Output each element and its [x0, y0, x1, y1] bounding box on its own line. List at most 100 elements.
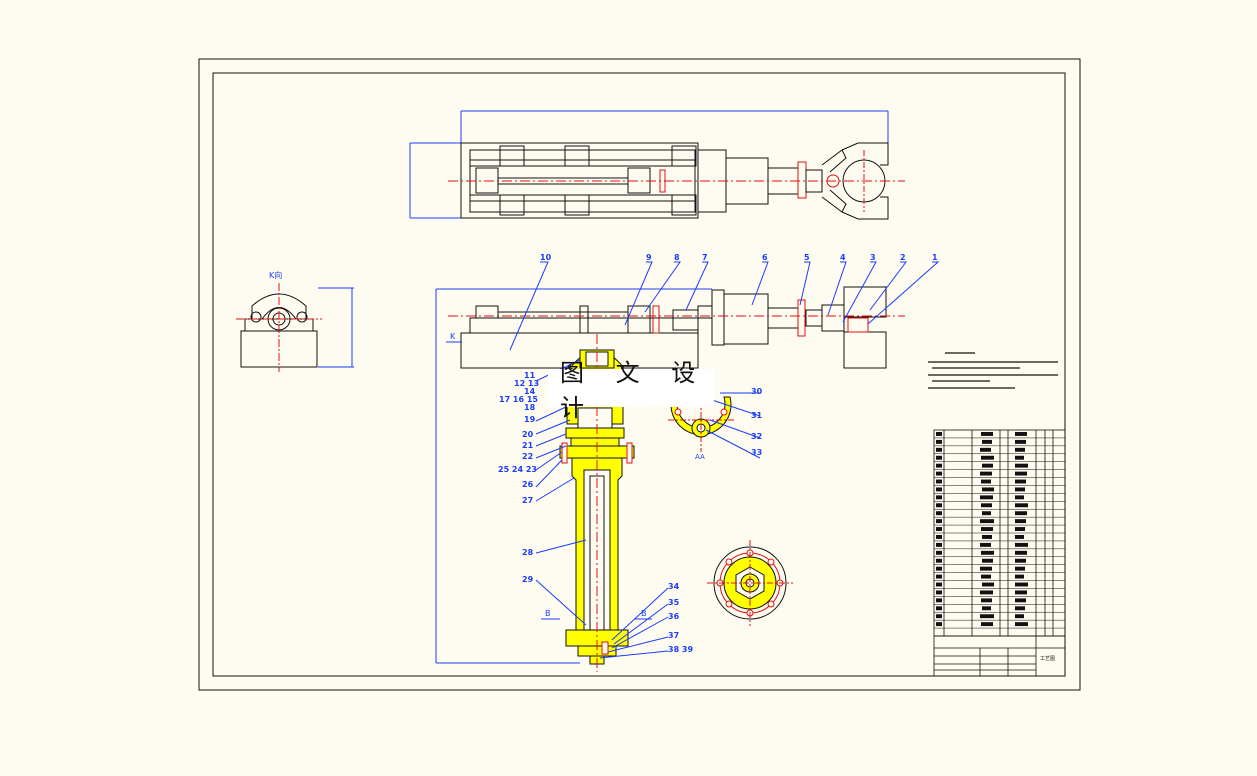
parts-cell-scribble [982, 439, 992, 444]
parts-cell-scribble [1015, 598, 1026, 603]
balloon-29: 29 [522, 575, 534, 584]
parts-cell-scribble [936, 471, 942, 476]
balloon-4: 4 [840, 253, 846, 262]
parts-cell-scribble [936, 519, 942, 524]
parts-cell-scribble [981, 455, 994, 460]
parts-cell-scribble [936, 463, 942, 468]
parts-cell-scribble [1015, 542, 1028, 547]
parts-cell-scribble [1015, 495, 1024, 500]
parts-cell-scribble [980, 566, 992, 571]
balloon-19: 19 [524, 415, 536, 424]
parts-cell-scribble [1015, 614, 1024, 619]
parts-cell-scribble [936, 558, 942, 563]
balloon-32: 32 [751, 432, 762, 441]
parts-cell-scribble [982, 606, 991, 611]
k-view [236, 283, 354, 372]
parts-cell-scribble [936, 574, 942, 579]
parts-cell-scribble [936, 527, 942, 531]
balloon-18: 18 [524, 403, 536, 412]
parts-cell-scribble [981, 479, 991, 484]
inner-border [212, 72, 1066, 677]
balloon-25-24-23: 25 24 23 [498, 465, 537, 474]
parts-cell-scribble [936, 566, 942, 571]
k-view-label: K向 [269, 270, 282, 280]
parts-cell-scribble [1015, 503, 1028, 508]
balloon-7: 7 [702, 253, 708, 262]
balloon-35: 35 [668, 598, 680, 607]
parts-cell-scribble [981, 622, 993, 627]
k-marker: K [450, 332, 456, 341]
parts-cell-scribble [936, 439, 942, 444]
balloon-22: 22 [522, 452, 533, 461]
parts-cell-scribble [980, 590, 993, 595]
vertical-section [541, 334, 652, 672]
parts-cell-scribble [1015, 447, 1025, 452]
parts-cell-scribble [936, 487, 942, 492]
parts-cell-scribble [1015, 463, 1028, 468]
parts-cell-scribble [980, 471, 992, 476]
parts-cell-scribble [936, 590, 942, 595]
parts-list-rows [934, 432, 1065, 629]
parts-list [933, 429, 1066, 677]
balloon-1: 1 [932, 253, 938, 262]
balloon-28: 28 [522, 548, 534, 557]
outer-border [198, 58, 1081, 691]
parts-cell-scribble [936, 598, 942, 603]
parts-cell-scribble [1015, 622, 1028, 627]
balloon-30: 30 [751, 387, 763, 396]
parts-cell-scribble [936, 479, 942, 484]
balloon-14: 14 [524, 387, 536, 396]
parts-cell-scribble [936, 622, 942, 627]
technical-notes [928, 352, 1058, 389]
parts-cell-scribble [1015, 471, 1027, 476]
balloon-5: 5 [804, 253, 810, 262]
parts-cell-scribble [1015, 535, 1024, 539]
b-marker-left: B [545, 609, 551, 618]
parts-cell-scribble [1015, 558, 1026, 563]
parts-cell-scribble [936, 614, 942, 619]
parts-cell-scribble [1015, 550, 1027, 555]
parts-cell-scribble [936, 495, 942, 500]
watermark-banner: 图 文 设 计 [548, 359, 714, 422]
parts-cell-scribble [1015, 432, 1027, 436]
parts-cell-scribble [1015, 511, 1027, 516]
leader-lines [509, 261, 940, 659]
parts-cell-scribble [980, 495, 993, 500]
balloon-3: 3 [870, 253, 876, 262]
balloons: 10 9 8 7 6 5 4 3 2 1 11 12 13 14 17 16 1… [498, 253, 938, 654]
parts-cell-scribble [981, 598, 992, 603]
parts-cell-scribble [981, 550, 994, 555]
title-block-title: 工艺图 [1040, 656, 1055, 662]
parts-cell-scribble [936, 455, 942, 460]
parts-cell-scribble [982, 558, 993, 563]
balloon-11: 11 [524, 371, 536, 380]
parts-cell-scribble [936, 542, 942, 547]
parts-cell-scribble [980, 542, 991, 547]
balloon-31: 31 [751, 411, 763, 420]
balloon-8: 8 [674, 253, 680, 262]
parts-cell-scribble [1015, 527, 1025, 531]
parts-cell-scribble [936, 503, 942, 508]
b-marker-right: B [641, 609, 647, 618]
top-view [409, 110, 905, 220]
parts-cell-scribble [1015, 439, 1026, 444]
parts-cell-scribble [981, 503, 992, 508]
parts-cell-scribble [981, 527, 993, 531]
parts-cell-scribble [1015, 582, 1028, 587]
parts-cell-scribble [981, 432, 993, 436]
balloon-36: 36 [668, 612, 680, 621]
balloon-6: 6 [762, 253, 768, 262]
parts-cell-scribble [1015, 455, 1024, 460]
balloon-17-16-15: 17 16 15 [499, 395, 538, 404]
flange-view [707, 540, 793, 626]
aa-marker: AA [695, 453, 705, 461]
parts-cell-scribble [1015, 574, 1024, 579]
parts-cell-scribble [1015, 487, 1025, 492]
parts-cell-scribble [982, 535, 992, 539]
parts-cell-scribble [982, 487, 994, 492]
balloon-2: 2 [900, 253, 906, 262]
parts-cell-scribble [1015, 590, 1027, 595]
parts-cell-scribble [1015, 479, 1026, 484]
parts-cell-scribble [936, 447, 942, 452]
